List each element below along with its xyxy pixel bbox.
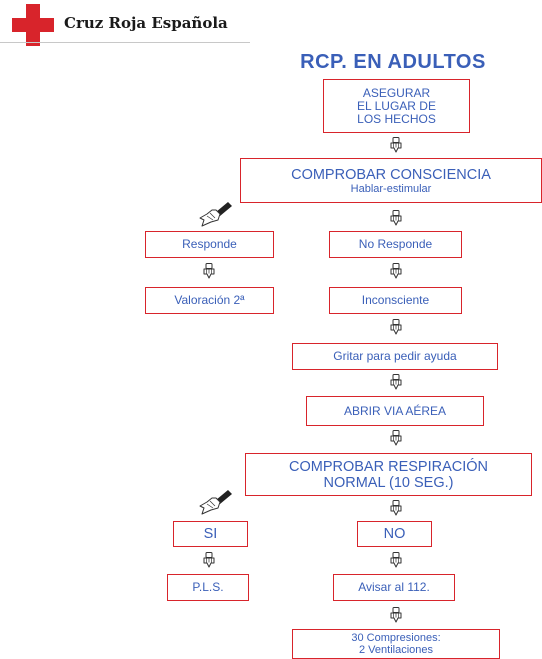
step-recovery-position: P.L.S.: [167, 574, 249, 601]
hand-pointing-down-left-icon: [199, 489, 233, 515]
hand-pointing-down-icon: [390, 319, 402, 335]
step-recovery-position-label: P.L.S.: [192, 580, 224, 594]
step-unconscious: Inconsciente: [329, 287, 462, 314]
step-open-airway: ABRIR VIA AÉREA: [306, 396, 484, 426]
step-yes: SI: [173, 521, 248, 547]
hand-pointing-down-icon: [390, 500, 402, 516]
hand-pointing-down-icon: [390, 374, 402, 390]
step-check-consciousness: COMPROBAR CONSCIENCIA Hablar-estimular: [240, 158, 542, 203]
brand-name: Cruz Roja Española: [64, 14, 228, 32]
step-check-consciousness-title: COMPROBAR CONSCIENCIA: [291, 166, 491, 183]
hand-pointing-down-icon: [390, 430, 402, 446]
step-secondary-assessment-label: Valoración 2ª: [174, 293, 245, 307]
red-cross-logo-icon: [12, 4, 54, 46]
step-shout-for-help: Gritar para pedir ayuda: [292, 343, 498, 370]
step-shout-for-help-label: Gritar para pedir ayuda: [333, 349, 457, 363]
step-no: NO: [357, 521, 432, 547]
step-check-breathing: COMPROBAR RESPIRACIÓN NORMAL (10 SEG.): [245, 453, 532, 496]
page-title: RCP. EN ADULTOS: [300, 51, 486, 73]
step-secure-scene-line3: LOS HECHOS: [357, 111, 436, 126]
step-check-consciousness-subtitle: Hablar-estimular: [350, 182, 432, 195]
header-divider: [0, 42, 250, 43]
step-secure-scene-line1: ASEGURAR: [362, 85, 431, 100]
step-check-breathing-line2: NORMAL (10 SEG.): [323, 474, 454, 491]
hand-pointing-down-icon: [203, 263, 215, 279]
step-open-airway-label: ABRIR VIA AÉREA: [343, 403, 447, 418]
step-unconscious-label: Inconsciente: [361, 293, 430, 307]
hand-pointing-down-icon: [390, 263, 402, 279]
step-call-112-label: Avisar al 112.: [358, 580, 430, 594]
step-call-112: Avisar al 112.: [333, 574, 455, 601]
step-compressions-ventilations: 30 Compresiones: 2 Ventilaciones: [292, 629, 500, 659]
hand-pointing-down-icon: [390, 137, 402, 153]
step-compressions-line2: 2 Ventilaciones: [359, 644, 433, 656]
step-secondary-assessment: Valoración 2ª: [145, 287, 274, 314]
hand-pointing-down-icon: [390, 607, 402, 623]
hand-pointing-down-left-icon: [199, 201, 233, 227]
hand-pointing-down-icon: [390, 552, 402, 568]
step-no-response: No Responde: [329, 231, 462, 258]
step-no-response-label: No Responde: [358, 237, 433, 251]
step-no-label: NO: [383, 526, 406, 542]
hand-pointing-down-icon: [203, 552, 215, 568]
step-check-breathing-line1: COMPROBAR RESPIRACIÓN: [289, 458, 488, 475]
step-yes-label: SI: [203, 526, 218, 542]
step-responds-label: Responde: [182, 237, 237, 251]
step-secure-scene: ASEGURAR EL LUGAR DE LOS HECHOS: [323, 79, 470, 133]
hand-pointing-down-icon: [390, 210, 402, 226]
step-responds: Responde: [145, 231, 274, 258]
step-secure-scene-line2: EL LUGAR DE: [357, 98, 436, 113]
step-compressions-line1: 30 Compresiones:: [351, 632, 441, 644]
